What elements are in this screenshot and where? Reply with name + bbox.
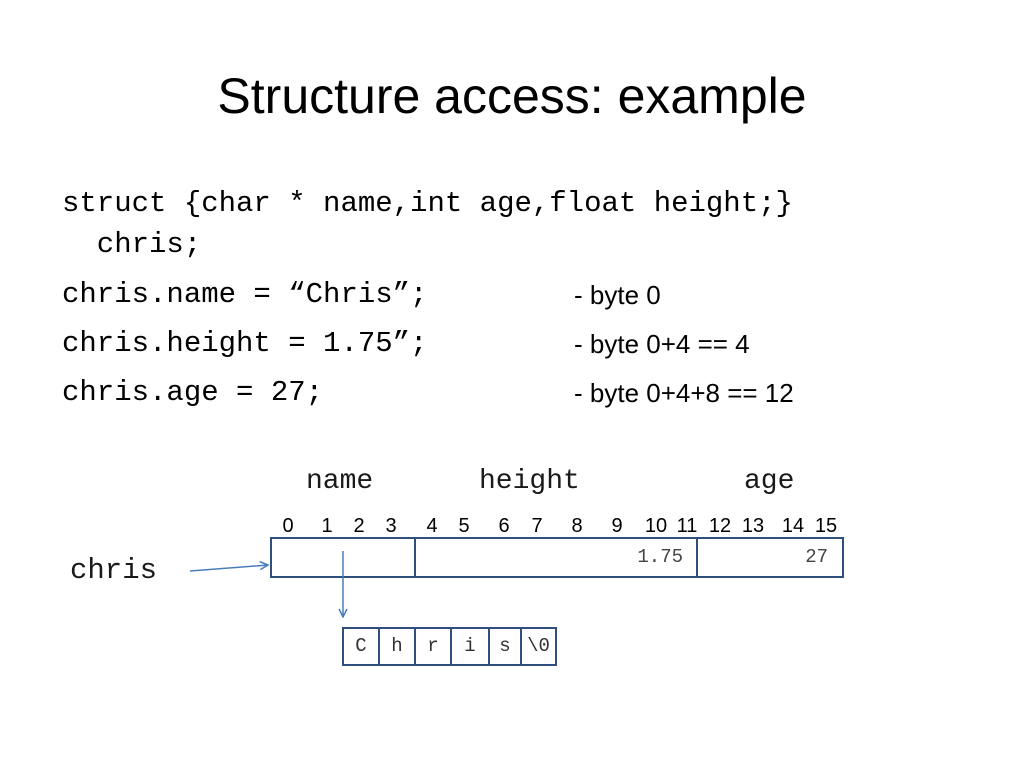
byte-index: 0 [282, 515, 294, 537]
char-cell: C [342, 627, 380, 666]
assignment-age-note: - byte 0+4+8 == 12 [574, 378, 794, 408]
struct-declaration-line-1: struct {char * name,int age,float height… [62, 187, 793, 220]
byte-index: 3 [385, 515, 397, 537]
chris-pointer-arrow [189, 565, 268, 572]
height-field-box: 1.75 [414, 537, 699, 578]
byte-index: 10 [644, 515, 668, 537]
char-cell: r [414, 627, 452, 666]
assignment-height-note: - byte 0+4 == 4 [574, 329, 750, 359]
byte-index: 11 [676, 515, 698, 537]
byte-index: 13 [741, 515, 765, 537]
byte-index: 9 [611, 515, 623, 537]
byte-index: 14 [781, 515, 805, 537]
assignment-height-code: chris.height = 1.75”; [62, 327, 428, 360]
byte-index: 8 [571, 515, 583, 537]
byte-index: 2 [353, 515, 365, 537]
byte-index: 1 [321, 515, 333, 537]
byte-index: 12 [708, 515, 732, 537]
assignment-age-code: chris.age = 27; [62, 376, 324, 409]
byte-index: 6 [498, 515, 510, 537]
byte-index: 4 [426, 515, 438, 537]
variable-name-chris: chris [70, 554, 158, 587]
byte-index: 15 [814, 515, 838, 537]
name-field-box [270, 537, 417, 578]
char-cell: h [378, 627, 416, 666]
byte-index: 5 [458, 515, 470, 537]
char-cell: i [450, 627, 490, 666]
age-field-box: 27 [696, 537, 844, 578]
char-cell: s [488, 627, 522, 666]
field-label-age: age [744, 466, 795, 497]
assignment-name-note: - byte 0 [574, 280, 661, 310]
height-value: 1.75 [637, 546, 683, 568]
slide-title: Structure access: example [217, 68, 807, 124]
struct-declaration-line-2: chris; [62, 228, 202, 261]
byte-index: 7 [531, 515, 543, 537]
field-label-name: name [306, 466, 374, 497]
assignment-name-code: chris.name = “Chris”; [62, 278, 428, 311]
age-value: 27 [805, 546, 828, 568]
field-label-height: height [479, 466, 580, 497]
char-cell: \0 [520, 627, 557, 666]
